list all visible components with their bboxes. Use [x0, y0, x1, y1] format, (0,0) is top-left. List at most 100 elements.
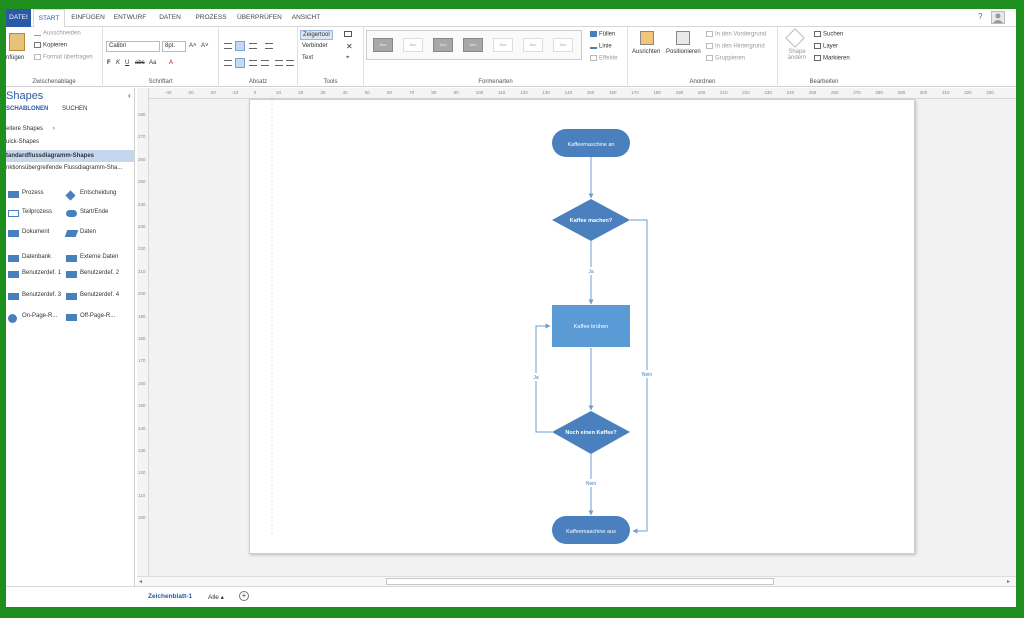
effects-button[interactable]: Effekte	[590, 55, 618, 62]
stencil-shape-icon[interactable]	[64, 230, 79, 237]
indent-increase-icon[interactable]	[286, 60, 294, 66]
stencil-shape-icon[interactable]	[66, 293, 77, 300]
tab-review[interactable]: ÜBERPRÜFEN	[237, 14, 282, 21]
stencil-shape-icon[interactable]	[66, 255, 77, 262]
select-button[interactable]: Markieren	[814, 55, 850, 62]
stencil-shape-icon[interactable]	[8, 210, 19, 217]
stencil-shape-icon[interactable]	[66, 210, 77, 217]
font-shrink-button[interactable]: A˅	[201, 43, 209, 49]
stencil-shape-label[interactable]: Dokument	[22, 229, 50, 235]
pointer-tool-button[interactable]: Zeigertool	[300, 30, 333, 40]
tab-search[interactable]: SUCHEN	[62, 106, 88, 112]
stencil-shape-label[interactable]: Externe Daten	[80, 254, 119, 260]
stencil-shape-icon[interactable]	[66, 271, 77, 278]
bullets-icon[interactable]	[265, 43, 273, 49]
position-icon[interactable]	[676, 31, 690, 45]
scroll-right-icon[interactable]: ▸	[1007, 579, 1011, 585]
group-button[interactable]: Gruppieren	[706, 55, 745, 62]
flow-process[interactable]	[552, 305, 630, 347]
align-right-icon[interactable]	[249, 60, 257, 66]
drawing-page[interactable]: Kaffeemaschine an Kaffee machen? Kaffee …	[249, 99, 915, 554]
align-button[interactable]: Ausrichten	[632, 49, 661, 55]
style-swatch-2[interactable]: Abc	[403, 38, 423, 52]
change-shape-icon[interactable]	[785, 28, 805, 48]
stencil-shape-label[interactable]: Benutzerdef. 2	[80, 270, 120, 276]
stencil-shape-icon[interactable]	[65, 190, 76, 201]
flow-decision2[interactable]	[552, 411, 630, 454]
fill-button[interactable]: Füllen	[590, 31, 615, 38]
flow-start-terminator[interactable]	[552, 129, 630, 157]
format-painter-button[interactable]: Format übertragen	[34, 54, 93, 61]
tab-file[interactable]: DATEI	[6, 9, 31, 27]
help-button[interactable]: ?	[978, 12, 983, 21]
align-bottom-icon[interactable]	[249, 43, 257, 49]
connector-button[interactable]: Verbinder	[302, 43, 328, 49]
tab-start[interactable]: START	[33, 9, 65, 27]
send-to-back-button[interactable]: In den Hintergrund	[706, 43, 765, 50]
stencil-shape-icon[interactable]	[8, 191, 19, 198]
italic-button[interactable]: K	[116, 60, 121, 66]
stencil-shape-label[interactable]: Benutzerdef. 4	[80, 292, 120, 298]
stencil-shape-icon[interactable]	[66, 314, 77, 321]
tab-data[interactable]: DATEN	[159, 14, 181, 21]
tab-design[interactable]: ENTWURF	[113, 14, 147, 21]
rectangle-tool-icon[interactable]	[344, 31, 352, 37]
stencil-shape-label[interactable]: Prozess	[22, 190, 44, 196]
font-family-select[interactable]: Calibri	[106, 41, 160, 52]
font-color-button[interactable]: A	[169, 60, 174, 66]
scrollbar-thumb[interactable]	[386, 578, 774, 585]
stencil-shape-icon[interactable]	[8, 314, 17, 323]
tab-stencils[interactable]: SCHABLONEN	[6, 106, 49, 112]
quick-shapes-item[interactable]: uick-Shapes	[6, 139, 40, 145]
style-swatch-4[interactable]: Abc	[463, 38, 483, 52]
align-middle-icon[interactable]	[235, 41, 245, 51]
stencil-shape-label[interactable]: Off-Page-R...	[80, 313, 116, 319]
stencil-basic-flowchart[interactable]: tandardflussdiagramm-Shapes	[6, 150, 134, 162]
font-grow-button[interactable]: A˄	[189, 43, 197, 49]
change-shape-button[interactable]: Shape ändern	[787, 49, 807, 61]
align-icon[interactable]	[640, 31, 654, 45]
style-swatch-5[interactable]: Abc	[493, 38, 513, 52]
horizontal-scrollbar[interactable]: ◂ ▸	[137, 576, 1016, 586]
style-swatch-6[interactable]: Abc	[523, 38, 543, 52]
tab-process[interactable]: PROZESS	[195, 14, 227, 21]
stencil-cross-functional[interactable]: nktionsübergreifende Flussdiagramm-Sha..…	[6, 165, 123, 171]
stencil-shape-label[interactable]: Entscheidung	[80, 190, 117, 196]
tab-view[interactable]: ANSICHT	[291, 14, 321, 21]
bold-button[interactable]: F	[107, 60, 111, 66]
style-swatch-1[interactable]: Abc	[373, 38, 393, 52]
stencil-shape-label[interactable]: Benutzerdef. 1	[22, 270, 62, 276]
sheet-tab-1[interactable]: Zeichenblatt-1	[148, 593, 193, 600]
stencil-shape-label[interactable]: Benutzerdef. 3	[22, 292, 62, 298]
stencil-shape-label[interactable]: Daten	[80, 229, 97, 235]
font-size-select[interactable]: 8pt.	[162, 41, 186, 52]
style-swatch-7[interactable]: Abc	[553, 38, 573, 52]
stencil-shape-icon[interactable]	[8, 230, 19, 237]
scroll-left-icon[interactable]: ◂	[139, 579, 143, 585]
indent-decrease-icon[interactable]	[275, 60, 283, 66]
find-button[interactable]: Suchen	[814, 31, 843, 38]
stencil-shape-label[interactable]: Start/Ende	[80, 209, 109, 215]
cut-button[interactable]: Ausschneiden	[34, 30, 81, 37]
tab-insert[interactable]: EINFÜGEN	[71, 14, 105, 21]
justify-icon[interactable]	[261, 60, 269, 66]
style-swatch-3[interactable]: Abc	[433, 38, 453, 52]
connection-point-icon[interactable]: ⌖	[346, 55, 350, 61]
flow-end-terminator[interactable]	[552, 516, 630, 544]
strikethrough-button[interactable]: abc	[135, 60, 145, 66]
all-sheets-button[interactable]: Alle ▴	[208, 593, 224, 601]
position-button[interactable]: Positionieren	[666, 49, 701, 55]
stencil-shape-label[interactable]: On-Page-R...	[22, 313, 58, 319]
user-avatar-icon[interactable]	[991, 11, 1005, 24]
line-button[interactable]: Linie	[590, 43, 612, 50]
bring-to-front-button[interactable]: In den Vordergrund	[706, 31, 766, 38]
change-case-button[interactable]: Aa	[149, 60, 157, 66]
more-shapes-item[interactable]: eitere Shapes ›	[6, 126, 55, 132]
layer-button[interactable]: Layer	[814, 43, 838, 50]
flow-decision1[interactable]	[552, 199, 630, 241]
add-sheet-icon[interactable]: +	[239, 591, 249, 601]
stencil-shape-icon[interactable]	[8, 293, 19, 300]
align-center-icon[interactable]	[235, 58, 245, 68]
stencil-shape-label[interactable]: Teilprozess	[22, 209, 53, 215]
stencil-shape-icon[interactable]	[8, 255, 19, 262]
